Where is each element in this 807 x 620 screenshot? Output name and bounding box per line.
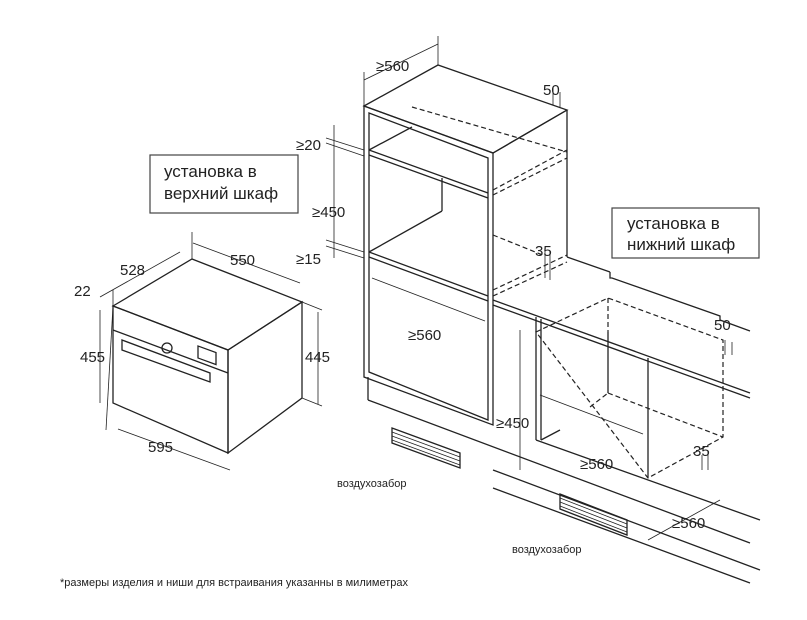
dim-base-niche-height: ≥450 bbox=[496, 415, 529, 432]
vent-grille-lower bbox=[559, 493, 628, 536]
oven-knob bbox=[161, 342, 173, 354]
footnote: *размеры изделия и ниши для встраивания … bbox=[60, 577, 408, 589]
vent-grille-upper bbox=[391, 427, 461, 469]
base-cabinet-drawing bbox=[492, 256, 761, 584]
dim-oven-front-offset: 22 bbox=[74, 283, 91, 300]
dim-tall-bottom-gap: ≥15 bbox=[296, 251, 321, 268]
dim-tall-niche-width: ≥560 bbox=[408, 327, 441, 344]
dim-base-niche-width: ≥560 bbox=[580, 456, 613, 473]
dim-base-vent: 35 bbox=[693, 443, 710, 460]
dim-base-back-gap: 50 bbox=[714, 317, 731, 334]
dim-oven-front-width: 595 bbox=[148, 439, 173, 456]
dim-tall-vent: 35 bbox=[535, 243, 552, 260]
tall-cabinet-drawing bbox=[325, 36, 751, 544]
dim-base-depth: ≥560 bbox=[672, 515, 705, 532]
dim-tall-depth: ≥560 bbox=[376, 58, 409, 75]
dim-tall-top-gap: ≥20 bbox=[296, 137, 321, 154]
upper-install-line-1: установка в bbox=[164, 162, 257, 181]
lower-install-line-2: нижний шкаф bbox=[627, 235, 735, 254]
dim-oven-depth: 528 bbox=[120, 262, 145, 279]
oven-handle bbox=[121, 339, 211, 383]
dim-oven-body-width: 550 bbox=[230, 252, 255, 269]
oven-drawing bbox=[99, 232, 323, 471]
upper-install-label: установка в верхний шкаф bbox=[149, 154, 299, 214]
upper-install-line-2: верхний шкаф bbox=[164, 184, 278, 203]
lower-install-label: установка в нижний шкаф bbox=[611, 207, 760, 259]
air-intake-label-lower: воздухозабор bbox=[512, 544, 582, 556]
lower-install-line-1: установка в bbox=[627, 214, 720, 233]
dim-tall-niche-height: ≥450 bbox=[312, 204, 345, 221]
oven-display bbox=[197, 345, 217, 366]
dim-oven-body-height: 445 bbox=[305, 349, 330, 366]
air-intake-label-upper: воздухозабор bbox=[337, 478, 407, 490]
dim-oven-front-height: 455 bbox=[80, 349, 105, 366]
dim-tall-back-gap: 50 bbox=[543, 82, 560, 99]
